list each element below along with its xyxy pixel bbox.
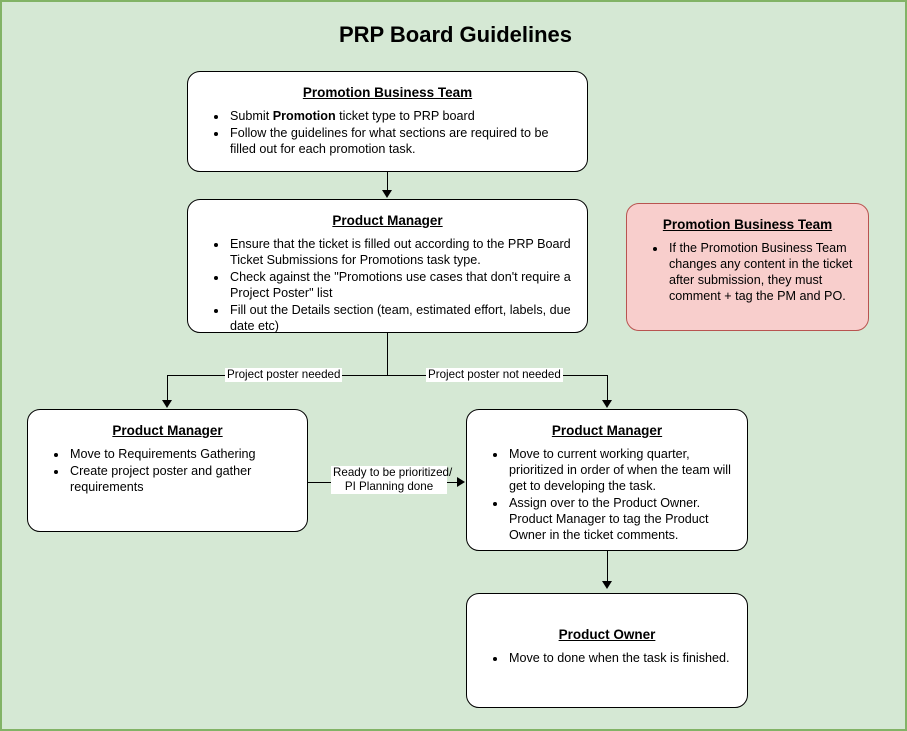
connector-owner-line [607, 551, 608, 587]
list-item: Submit Promotion ticket type to PRP boar… [228, 108, 573, 124]
list-item: Assign over to the Product Owner. Produc… [507, 495, 733, 543]
node-bullet-list: If the Promotion Business Team changes a… [641, 240, 854, 304]
node-promotion-business-team-alert[interactable]: Promotion Business Team If the Promotion… [626, 203, 869, 331]
page-title: PRP Board Guidelines [338, 22, 573, 47]
list-item: Ensure that the ticket is filled out acc… [228, 236, 573, 268]
edge-label-poster-needed: Project poster needed [225, 368, 343, 383]
list-item: Follow the guidelines for what sections … [228, 125, 573, 157]
bullet-text-pre: Submit [230, 108, 273, 123]
node-title: Product Manager [332, 213, 443, 228]
connector-intake-line [387, 172, 388, 196]
bullet-text-bold: Promotion [272, 108, 336, 123]
connector-owner-arrow [602, 581, 612, 589]
list-item: If the Promotion Business Team changes a… [667, 240, 854, 304]
node-product-manager-poster[interactable]: Product Manager Move to Requirements Gat… [27, 409, 308, 532]
node-title: Product Manager [551, 423, 663, 438]
list-item: Move to Requirements Gathering [68, 446, 293, 462]
list-item: Check against the "Promotions use cases … [228, 269, 573, 301]
connector-right-branch-line [607, 375, 608, 403]
edge-label-line-2: PI Planning done [344, 480, 434, 494]
node-bullet-list: Move to done when the task is finished. [481, 650, 733, 666]
list-item: Move to current working quarter, priorit… [507, 446, 733, 494]
edge-label-poster-not-needed: Project poster not needed [426, 368, 563, 383]
list-item: Create project poster and gather require… [68, 463, 293, 495]
node-title: Promotion Business Team [302, 85, 473, 100]
list-item: Move to done when the task is finished. [507, 650, 733, 666]
node-bullet-list: Submit Promotion ticket type to PRP boar… [202, 108, 573, 157]
connector-branch-stem [387, 333, 388, 375]
node-bullet-list: Move to current working quarter, priorit… [481, 446, 733, 544]
node-product-manager-prioritize[interactable]: Product Manager Move to current working … [466, 409, 748, 551]
connector-ready-arrow [457, 477, 465, 487]
connector-right-branch-arrow [602, 400, 612, 408]
bullet-text-post: ticket type to PRP board [335, 108, 475, 123]
edge-label-ready-to-be-prioritized: Ready to be prioritized/ PI Planning don… [331, 466, 452, 495]
list-item: Fill out the Details section (team, esti… [228, 302, 573, 334]
node-bullet-list: Ensure that the ticket is filled out acc… [202, 236, 573, 335]
node-bullet-list: Move to Requirements Gathering Create pr… [42, 446, 293, 495]
node-title: Promotion Business Team [662, 217, 833, 232]
edge-label-line-1: Ready to be prioritized/ [333, 466, 453, 479]
node-title: Product Manager [112, 423, 223, 438]
connector-branch-bar [167, 375, 608, 376]
node-title: Product Owner [558, 627, 656, 642]
node-product-manager-intake[interactable]: Product Manager Ensure that the ticket i… [187, 199, 588, 333]
node-product-owner[interactable]: Product Owner Move to done when the task… [466, 593, 748, 708]
connector-left-branch-arrow [162, 400, 172, 408]
node-promotion-business-team[interactable]: Promotion Business Team Submit Promotion… [187, 71, 588, 172]
connector-left-branch-line [167, 375, 168, 403]
connector-intake-arrow [382, 190, 392, 198]
